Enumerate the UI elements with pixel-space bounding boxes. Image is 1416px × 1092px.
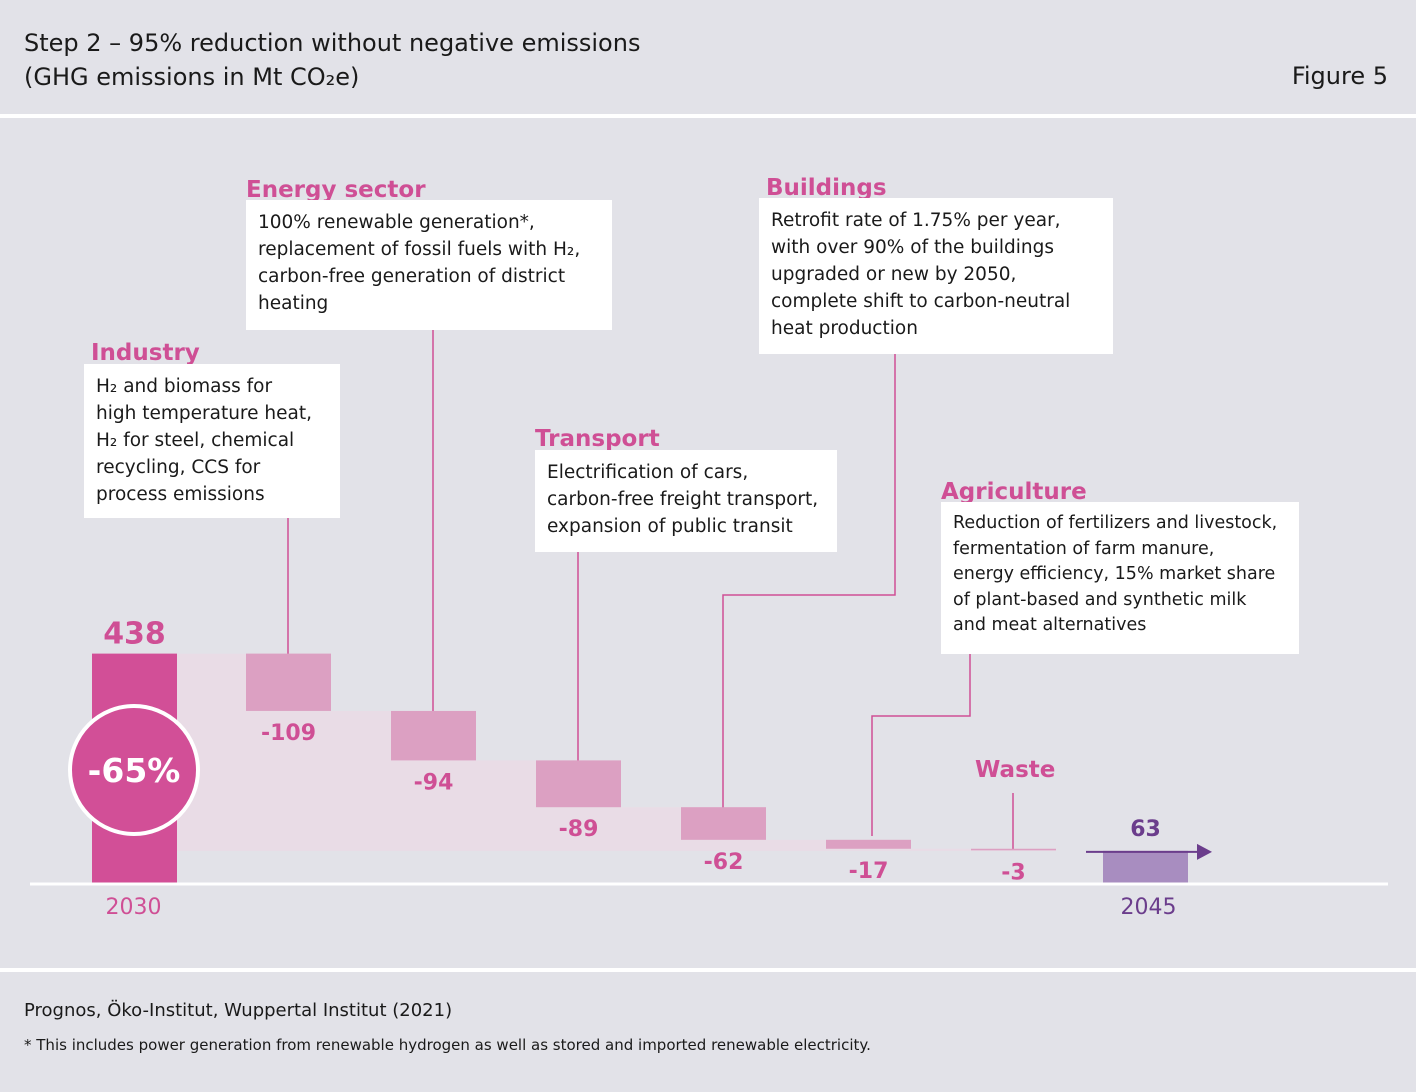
remaining-band (177, 653, 1056, 851)
header: Step 2 – 95% reduction without negative … (0, 0, 1416, 114)
footer-separator (0, 968, 1416, 972)
industry-title: Industry (91, 340, 200, 366)
value-label-2030: 438 (103, 617, 166, 652)
header-separator (0, 114, 1416, 118)
step-bar (536, 760, 621, 808)
description-line: fermentation of farm manure, (953, 538, 1215, 559)
waste-title: Waste (975, 757, 1056, 783)
description-line: carbon-free freight transport, (547, 489, 819, 510)
description-line: with over 90% of the buildings (771, 237, 1054, 258)
step-value-label: -89 (559, 817, 599, 842)
connector-lines (287, 330, 1014, 850)
reduction-badge-label: -65% (88, 751, 181, 790)
buildings-description: Retrofit rate of 1.75% per year, with ov… (759, 198, 1113, 354)
description-line: Retrofit rate of 1.75% per year, (771, 210, 1061, 231)
reduction-badge-circle (68, 704, 200, 836)
buildings-title: Buildings (766, 175, 887, 201)
description-line: Reduction of fertilizers and livestock, (953, 513, 1278, 533)
step-value-label: -109 (261, 721, 316, 746)
x-label-2030: 2030 (106, 895, 162, 920)
x-label-2045: 2045 (1121, 895, 1177, 920)
description-line: heat production (771, 318, 918, 339)
value-labels: 438 2030 -65% -109 -94 -89 -62 -17 -3 63 2045 (88, 617, 1177, 920)
description-line: Electrification of cars, (547, 462, 749, 483)
description-line: recycling, CCS for (96, 457, 261, 478)
bars (30, 653, 1388, 886)
remaining-emissions-band (177, 653, 1056, 851)
step-bar (681, 807, 766, 840)
description-line: and meat alternatives (953, 615, 1147, 635)
agriculture-description: Reduction of fertilizers and livestock, … (941, 502, 1299, 654)
step-value-label: -94 (414, 770, 454, 795)
description-line: complete shift to carbon-neutral (771, 291, 1071, 312)
description-line: high temperature heat, (96, 403, 312, 424)
step-value-label: -17 (849, 859, 889, 884)
description-line: carbon-free generation of district (258, 266, 566, 287)
agriculture-title: Agriculture (941, 479, 1087, 505)
bar-2045-total (1103, 850, 1188, 883)
connector-line (722, 354, 896, 809)
value-label-2045: 63 (1130, 817, 1161, 842)
transport-title: Transport (535, 426, 660, 452)
trend-arrow-head (1197, 843, 1212, 860)
title-line-2: (GHG emissions in Mt CO₂e) (24, 63, 360, 91)
description-line: energy efficiency, 15% market share (953, 564, 1276, 584)
figure-label: Figure 5 (1291, 62, 1388, 90)
step-bar (826, 839, 911, 849)
description-line: process emissions (96, 484, 265, 505)
description-line: upgraded or new by 2050, (771, 264, 1017, 285)
transport-description: Electrification of cars, carbon-free fre… (535, 450, 837, 552)
step-bar (246, 653, 331, 711)
step-bar (971, 848, 1056, 851)
energy-sector-description: 100% renewable generation*, replacement … (246, 200, 612, 330)
step-value-label: -62 (704, 850, 744, 875)
description-line: heating (258, 293, 329, 314)
source-note: Prognos, Öko-Institut, Wuppertal Institu… (24, 1000, 453, 1021)
description-line: H₂ and biomass for (96, 376, 273, 397)
step-value-label: -3 (1001, 860, 1025, 885)
industry-description: H₂ and biomass for high temperature heat… (84, 364, 340, 518)
description-line: replacement of fossil fuels with H₂, (258, 239, 581, 260)
footnote: * This includes power generation from re… (24, 1036, 871, 1054)
connector-line (871, 654, 971, 836)
description-line: expansion of public transit (547, 516, 793, 537)
step-bar (391, 710, 476, 761)
description-line: 100% renewable generation*, (258, 212, 535, 233)
description-line: H₂ for steel, chemical (96, 430, 295, 451)
title-line-1: Step 2 – 95% reduction without negative … (24, 29, 641, 57)
description-line: of plant-based and synthetic milk (953, 589, 1247, 610)
chart-title: Step 2 – 95% reduction without negative … (24, 26, 640, 94)
energy-sector-title: Energy sector (246, 177, 426, 203)
